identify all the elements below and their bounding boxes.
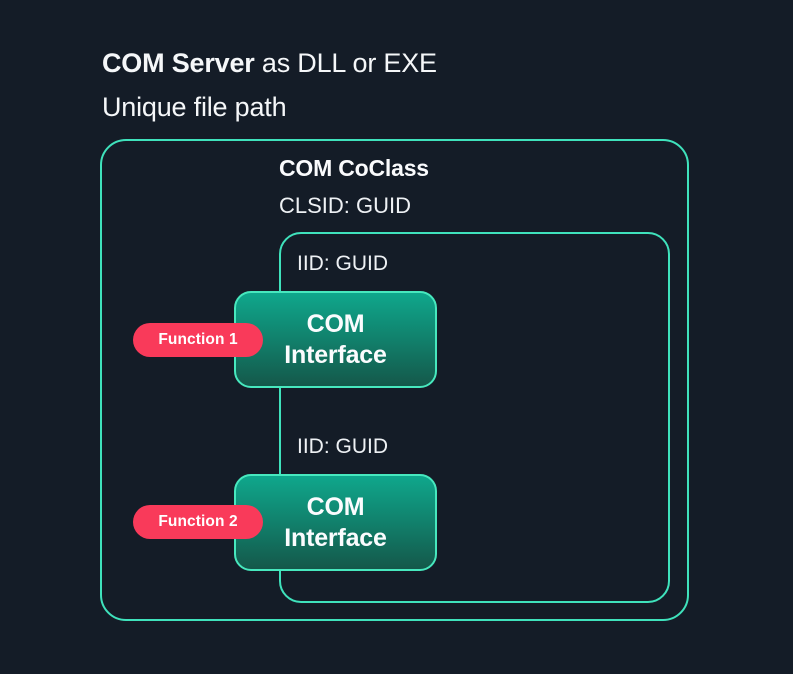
com-coclass-container <box>279 232 670 603</box>
com-server-container <box>100 139 689 621</box>
diagram-title: COM Server as DLL or EXE <box>102 47 437 80</box>
coclass-title: COM CoClass <box>279 155 429 181</box>
coclass-clsid-label: CLSID: GUID <box>279 193 412 218</box>
interface-box-line2: Interface <box>284 523 387 552</box>
diagram-subtitle: Unique file path <box>102 92 287 122</box>
iid-label-2: IID: GUID <box>297 435 389 458</box>
iid-label-1: IID: GUID <box>297 252 389 275</box>
function-pill-1: Function 1 <box>133 323 263 357</box>
interface-box-line2: Interface <box>284 340 387 369</box>
interface-box-line1: COM <box>306 492 365 521</box>
title-emphasis: COM Server <box>102 48 255 78</box>
com-interface-box-1: COM Interface <box>234 291 437 388</box>
com-interface-box-2: COM Interface <box>234 474 437 571</box>
interface-box-line1: COM <box>306 309 365 338</box>
function-pill-2: Function 2 <box>133 505 263 539</box>
title-rest: as DLL or EXE <box>254 48 437 78</box>
